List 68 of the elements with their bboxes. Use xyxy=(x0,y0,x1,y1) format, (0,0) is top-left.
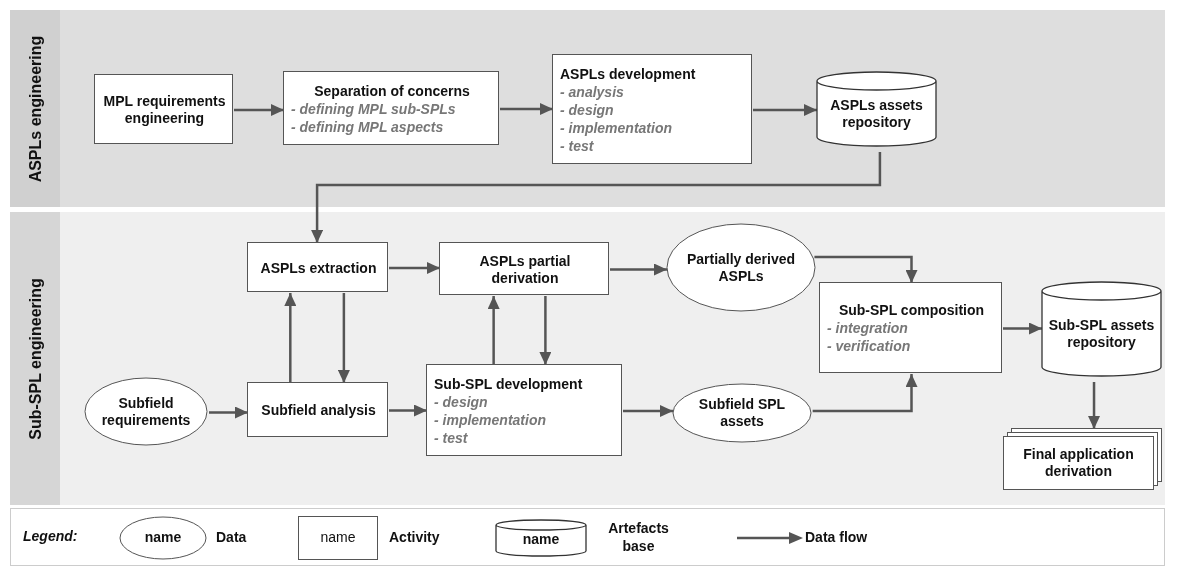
arrow xyxy=(539,296,552,365)
legend-label: Data xyxy=(216,529,247,545)
activity-box xyxy=(94,74,233,144)
list-item: - integration xyxy=(827,319,908,337)
swimlane xyxy=(10,212,1165,505)
arrow xyxy=(487,296,500,365)
arrow xyxy=(234,104,284,116)
arrow xyxy=(623,405,673,417)
sample-label: name xyxy=(521,531,561,547)
activity-box xyxy=(283,71,499,145)
node-label: ASPLs partial derivation xyxy=(478,252,572,287)
node-label: ASPLs extraction xyxy=(260,259,377,277)
arrow xyxy=(610,263,667,276)
node-label: Subfield requirements xyxy=(100,394,192,429)
node-label: MPL requirements engineering xyxy=(102,93,227,127)
list-item: - implementation xyxy=(560,118,672,137)
sample-label: name xyxy=(319,529,357,545)
node-label: Sub-SPL development xyxy=(434,375,583,393)
data-ellipse xyxy=(84,377,208,446)
arrow xyxy=(1088,382,1101,429)
swimlane xyxy=(10,10,1165,207)
arrow xyxy=(389,262,440,274)
list-item: - design xyxy=(560,100,614,119)
node-label: Subfield SPL assets xyxy=(697,396,787,430)
arrow xyxy=(814,255,918,283)
list-item: - test xyxy=(560,136,594,155)
list-item: - defining MPL sub-SPLs xyxy=(291,99,456,118)
activity-box xyxy=(439,242,609,295)
arrow xyxy=(311,152,882,243)
arrow xyxy=(812,374,918,413)
node-label: ASPLs development xyxy=(560,65,696,83)
list-item: - test xyxy=(434,428,468,447)
arrow xyxy=(500,103,553,115)
list-item: - defining MPL aspects xyxy=(291,117,444,136)
arrow xyxy=(284,293,297,383)
node-label: Separation of concerns xyxy=(314,82,470,100)
arrow xyxy=(1003,322,1042,335)
legend-label: Data flow xyxy=(805,529,868,545)
repository-cylinder xyxy=(816,71,937,147)
activity-box xyxy=(426,364,622,456)
lane-label: Sub-SPL engineering xyxy=(27,277,45,440)
arrow xyxy=(753,104,817,116)
node-label: Partially derived ASPLs xyxy=(685,250,797,285)
repository-cylinder xyxy=(1041,281,1162,377)
legend-title: Legend: xyxy=(23,528,78,544)
list-item: - analysis xyxy=(560,82,624,101)
node-label: Sub-SPL assets repository xyxy=(1048,316,1155,351)
activity-box xyxy=(819,282,1002,373)
stacked-activity-box xyxy=(1003,428,1162,490)
list-item: - implementation xyxy=(434,410,546,429)
sample-label: name xyxy=(143,529,183,545)
node-label: Sub-SPL composition xyxy=(838,302,985,319)
activity-box xyxy=(247,242,388,292)
arrow xyxy=(389,404,427,417)
legend-label: Artefacts base xyxy=(607,519,670,555)
data-ellipse xyxy=(672,383,812,443)
node-label: ASPLs assets repository xyxy=(829,96,924,131)
legend-label: Activity xyxy=(389,529,440,545)
arrow xyxy=(209,406,248,419)
node-label: Subfield analysis xyxy=(261,402,376,419)
lane-label: ASPLs engineering xyxy=(27,35,45,182)
list-item: - design xyxy=(434,392,488,411)
list-item: - verification xyxy=(827,337,911,355)
activity-box xyxy=(247,382,388,437)
activity-box xyxy=(552,54,752,164)
arrow xyxy=(337,293,350,383)
data-ellipse xyxy=(666,223,816,312)
node-label: Final application derivation xyxy=(1022,446,1135,480)
